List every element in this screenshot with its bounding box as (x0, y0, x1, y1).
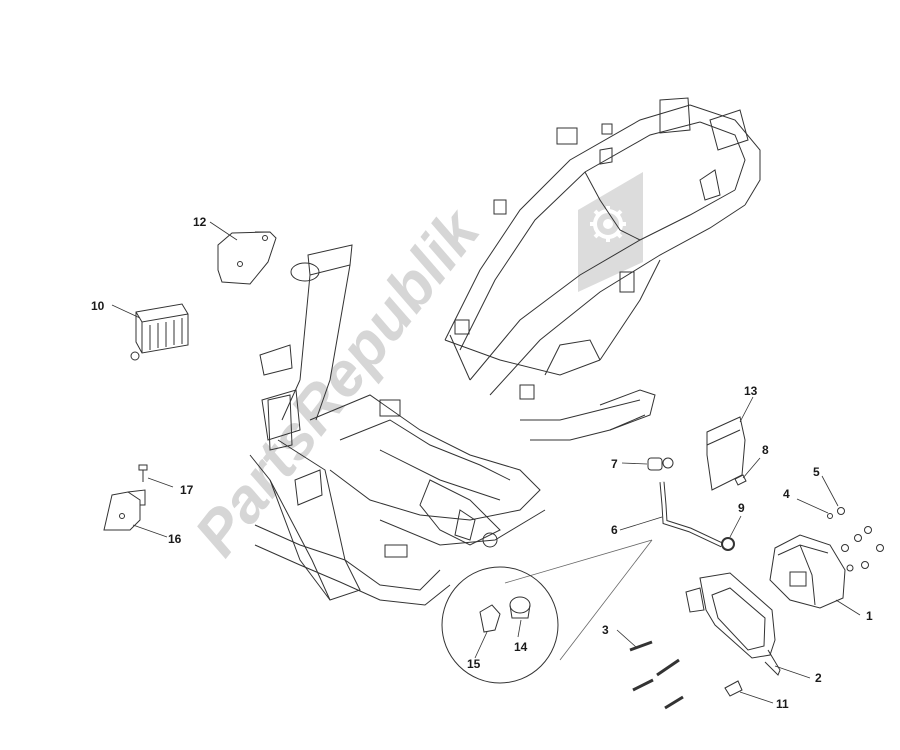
scooter-frame (249, 97, 761, 606)
part-2-mount-plate (685, 572, 781, 676)
callout-3: 3 (602, 623, 609, 637)
part-3-bolts (629, 640, 684, 710)
callout-17: 17 (180, 483, 194, 497)
callout-4: 4 (783, 487, 790, 501)
part-11-screw (724, 680, 743, 697)
callout-14: 14 (514, 640, 528, 654)
gear-icon (578, 172, 643, 292)
callout-12: 12 (193, 215, 207, 229)
callout-1: 1 (866, 609, 873, 623)
part-9-ring (721, 537, 735, 551)
callout-8: 8 (762, 443, 769, 457)
part-16-bracket (103, 489, 146, 531)
part-4-5-nuts (827, 507, 884, 572)
detail-circle (441, 539, 653, 684)
watermark-text: PartsRepublik (182, 195, 495, 569)
callout-7: 7 (611, 457, 618, 471)
callout-13: 13 (744, 384, 758, 398)
part-1-solenoid (769, 534, 846, 609)
part-8-screw (734, 474, 747, 486)
part-10-regulator (130, 303, 189, 361)
callout-10: 10 (91, 299, 105, 313)
callout-11: 11 (776, 697, 789, 711)
part-7-connector (647, 457, 674, 471)
part-15-clamp (479, 604, 501, 633)
callout-5: 5 (813, 465, 820, 479)
callout-labels: 1 2 3 4 5 6 7 8 9 10 11 12 13 14 15 16 1… (91, 215, 873, 711)
part-12-bracket (217, 231, 277, 285)
callout-9: 9 (738, 501, 745, 515)
part-6-hose (659, 481, 724, 548)
part-17-screw (138, 464, 148, 482)
callout-6: 6 (611, 523, 618, 537)
callout-16: 16 (168, 532, 182, 546)
part-14-clamp (509, 596, 531, 619)
callout-2: 2 (815, 671, 822, 685)
part-13-cover (706, 416, 746, 491)
callout-15: 15 (467, 657, 481, 671)
leader-lines (111, 221, 861, 704)
